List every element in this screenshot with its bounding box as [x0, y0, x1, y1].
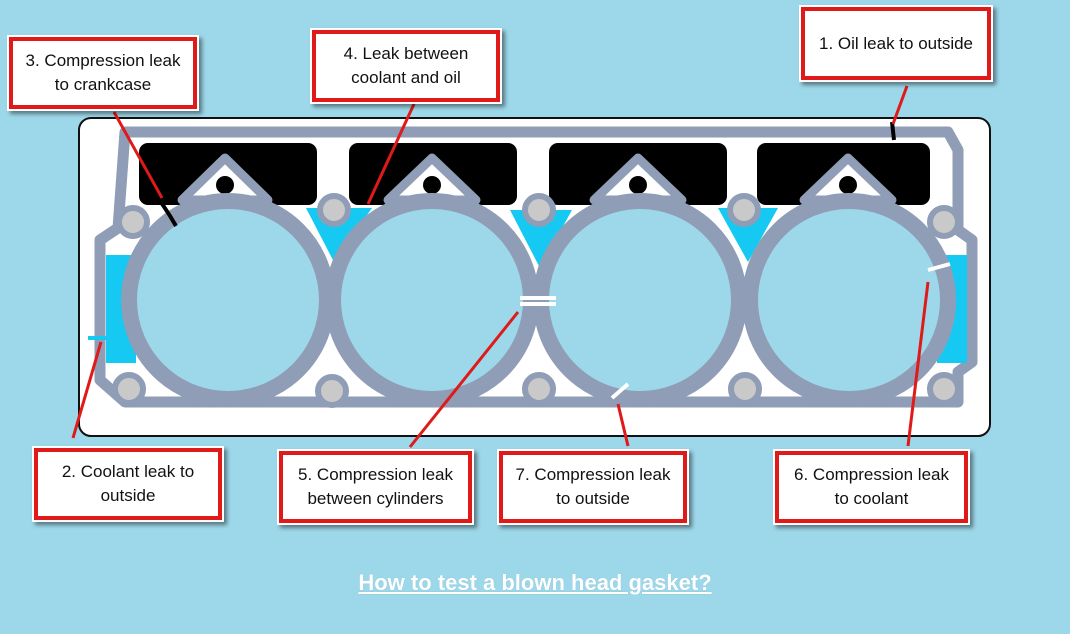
bolt-holes	[112, 193, 961, 408]
leader-1	[891, 85, 909, 125]
oil-holes	[216, 176, 857, 194]
callout-compression-leak-coolant: 6. Compression leak to coolant	[775, 451, 968, 523]
callout-4-text: 4. Leak between coolant and oil	[343, 44, 469, 87]
leader-7	[616, 403, 630, 447]
callout-5-text: 5. Compression leak between cylinders	[298, 465, 453, 508]
cylinder-bores	[121, 193, 956, 407]
break-marks	[520, 262, 951, 400]
callout-1-text: 1. Oil leak to outside	[818, 33, 974, 53]
callout-3-text: 3. Compression leak to crankcase	[25, 51, 181, 94]
cylinder-4	[742, 193, 956, 407]
leader-2	[71, 341, 103, 439]
callout-compression-leak-crankcase: 3. Compression leak to crankcase	[9, 37, 197, 109]
leak-path-crankcase	[148, 186, 178, 227]
callout-coolant-leak-outside: 2. Coolant leak to outside	[34, 448, 222, 520]
leak-path-oil-outside	[890, 121, 896, 141]
callout-oil-leak-outside: 1. Oil leak to outside	[801, 7, 991, 80]
callout-leak-coolant-oil: 4. Leak between coolant and oil	[312, 30, 500, 102]
cylinder-3	[533, 193, 747, 407]
callout-6-text: 6. Compression leak to coolant	[794, 465, 949, 508]
leader-lines	[71, 85, 930, 448]
page-title[interactable]: How to test a blown head gasket?	[358, 570, 712, 595]
cylinder-1	[121, 193, 335, 407]
callout-7-text: 7. Compression leak to outside	[515, 465, 671, 508]
leader-4	[366, 103, 416, 205]
leader-5	[408, 311, 520, 448]
callout-compression-leak-outside: 7. Compression leak to outside	[499, 451, 687, 523]
gasket-outer-bead	[94, 126, 978, 408]
coolant-gap-2	[510, 210, 572, 268]
cylinder-2	[325, 193, 539, 407]
leader-6	[906, 281, 930, 447]
callout-compression-leak-between-cylinders: 5. Compression leak between cylinders	[279, 451, 472, 523]
leader-3	[112, 111, 164, 199]
callout-2-text: 2. Coolant leak to outside	[61, 462, 195, 505]
